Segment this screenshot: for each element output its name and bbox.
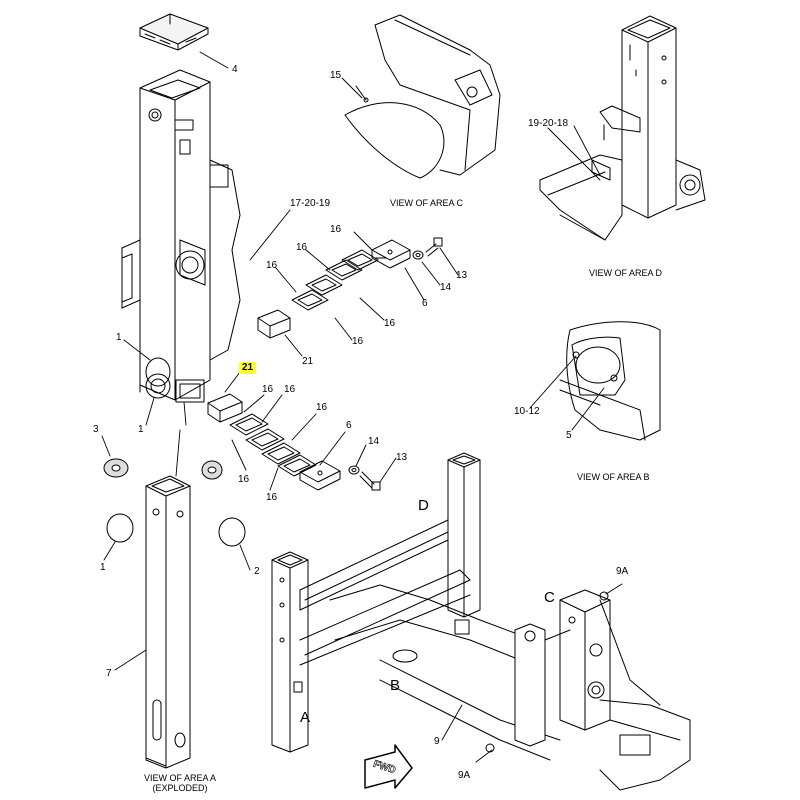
callout-3: 3 (93, 424, 99, 435)
callout-6: 6 (422, 298, 428, 309)
callout-21: 21 (302, 356, 314, 367)
caption-view-d: VIEW OF AREA D (589, 268, 663, 278)
upper-shims (257, 237, 443, 339)
caption-view-a: VIEW OF AREA A (EXPLODED) (120, 773, 240, 793)
callout-16: 16 (296, 242, 308, 253)
forward-arrow (364, 744, 413, 789)
callout-1: 1 (100, 562, 106, 573)
callout-17-20-19: 17-20-19 (290, 198, 331, 209)
leader-lines (101, 51, 623, 763)
view-d-drawing (539, 15, 706, 241)
callout-21-highlighted: 21 (239, 362, 257, 374)
upper-column (121, 69, 241, 403)
view-b-drawing (559, 321, 661, 441)
callout-2: 2 (254, 566, 260, 577)
plugs (103, 458, 246, 547)
main-frame (271, 452, 691, 791)
callout-16: 16 (316, 402, 328, 413)
callout-9: 9 (434, 736, 440, 747)
callout-16: 16 (266, 492, 278, 503)
callout-13: 13 (456, 270, 468, 281)
callout-1: 1 (138, 424, 144, 435)
area-letter-d: D (418, 497, 429, 514)
callout-15: 15 (330, 70, 342, 81)
callout-14: 14 (368, 436, 380, 447)
caption-view-b: VIEW OF AREA B (577, 472, 650, 482)
caption-view-a-line1: VIEW OF AREA A (143, 773, 217, 783)
callout-13: 13 (396, 452, 408, 463)
lower-shims (207, 393, 381, 491)
callout-9a: 9A (458, 770, 471, 781)
callout-16: 16 (330, 224, 342, 235)
callout-16: 16 (262, 384, 274, 395)
callout-10-12: 10-12 (514, 406, 540, 417)
callout-7: 7 (106, 668, 112, 679)
callout-5: 5 (566, 430, 572, 441)
area-letter-b: B (390, 677, 401, 694)
callout-1: 1 (116, 332, 122, 343)
caption-view-c: VIEW OF AREA C (390, 198, 464, 208)
callout-16: 16 (266, 260, 278, 271)
view-c-drawing (344, 14, 501, 179)
area-letter-c: C (544, 589, 555, 606)
caption-view-a-line2: (EXPLODED) (152, 783, 208, 793)
callout-6: 6 (346, 420, 352, 431)
callout-16: 16 (284, 384, 296, 395)
callout-9a: 9A (616, 566, 629, 577)
callout-19-20-18: 19-20-18 (528, 118, 569, 129)
callout-16: 16 (384, 318, 396, 329)
callout-16: 16 (238, 474, 250, 485)
cap-part (139, 13, 209, 51)
area-letter-a: A (300, 709, 311, 726)
callout-4: 4 (232, 64, 238, 75)
lower-tube (145, 475, 191, 769)
callout-16: 16 (352, 336, 364, 347)
callout-14: 14 (440, 282, 452, 293)
